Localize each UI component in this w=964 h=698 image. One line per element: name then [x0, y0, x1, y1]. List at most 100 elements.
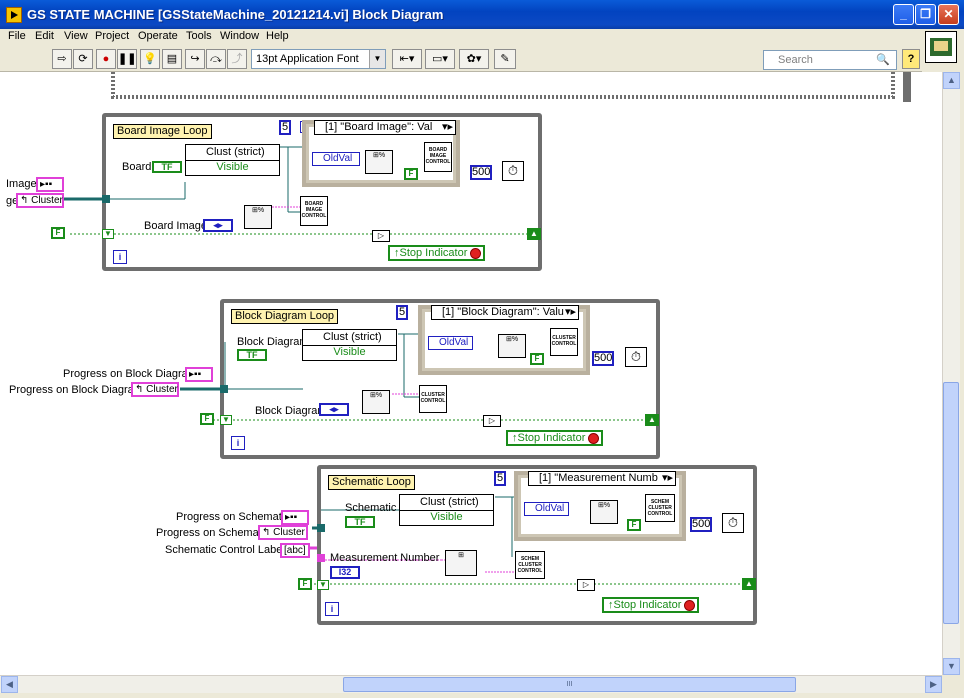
maximize-button[interactable]: ❐	[915, 4, 936, 25]
board-image-control-node-inner[interactable]: BOARD IMAGE CONTROL	[424, 142, 452, 172]
menu-edit[interactable]: Edit	[35, 30, 54, 42]
schem-cluster-control-node-inner[interactable]: SCHEM CLUSTER CONTROL	[645, 494, 675, 522]
pause-icon[interactable]: ❚❚	[117, 49, 137, 69]
loop-label[interactable]: Board Image Loop	[113, 124, 212, 139]
block-diagram-ref-terminal[interactable]: ◂▸	[319, 403, 349, 416]
oldval-terminal[interactable]: OldVal	[524, 502, 569, 516]
vi-icon[interactable]	[925, 31, 957, 63]
highlight-execution-icon[interactable]: 💡	[140, 49, 160, 69]
false-constant[interactable]: F	[51, 227, 65, 239]
scroll-down-button[interactable]: ▼	[943, 658, 960, 675]
false-constant[interactable]: F	[298, 578, 312, 590]
wait-ms-constant[interactable]: 500	[690, 517, 712, 532]
not-function-icon[interactable]: ▷	[483, 415, 501, 427]
property-node-icon[interactable]: ⊞%	[244, 205, 272, 229]
cluster-ref-terminal[interactable]: ↰ Cluster	[131, 382, 179, 397]
index-array-icon[interactable]: ⊞	[445, 550, 477, 576]
loop-label[interactable]: Block Diagram Loop	[231, 309, 339, 324]
bundle-by-name-node[interactable]: Clust (strict) Visible	[185, 144, 280, 176]
search-input[interactable]: Search 🔍	[763, 50, 897, 70]
close-button[interactable]: ✕	[938, 4, 959, 25]
menu-file[interactable]: File	[8, 30, 26, 42]
block-diagram-canvas[interactable]: Board Image Loop Image ▸▪▪ ge ↰ Cluster …	[0, 72, 942, 675]
count-constant[interactable]: 5	[279, 120, 291, 135]
cluster-ref-terminal[interactable]: ↰ Cluster	[16, 193, 64, 208]
false-constant[interactable]: F	[200, 413, 214, 425]
count-constant[interactable]: 5	[396, 305, 408, 320]
stop-indicator[interactable]: ↑Stop Indicator	[602, 597, 700, 613]
image-ref-terminal[interactable]: ▸▪▪	[36, 177, 64, 192]
menu-operate[interactable]: Operate	[138, 30, 178, 42]
property-node-icon[interactable]: ⊞%	[365, 150, 393, 174]
wait-clock-icon[interactable]: ⏱	[625, 347, 647, 367]
scroll-up-button[interactable]: ▲	[943, 72, 960, 89]
board-image-control-node[interactable]: BOARD IMAGE CONTROL	[300, 196, 328, 226]
measurement-number-terminal[interactable]: I32	[330, 566, 360, 579]
abort-icon[interactable]: ●	[96, 49, 116, 69]
while-loop-schematic[interactable]	[317, 465, 757, 625]
wait-ms-constant[interactable]: 500	[592, 351, 614, 366]
vertical-scroll-thumb[interactable]	[943, 382, 959, 624]
count-constant[interactable]: 5	[494, 471, 506, 486]
not-function-icon[interactable]: ▷	[577, 579, 595, 591]
while-loop-board-image[interactable]	[102, 113, 542, 271]
shift-register-right-icon[interactable]: ▲	[742, 578, 756, 590]
menu-help[interactable]: Help	[266, 30, 289, 42]
menu-tools[interactable]: Tools	[186, 30, 212, 42]
false-constant-inner[interactable]: F	[404, 168, 418, 180]
run-arrow-icon[interactable]: ⇨	[52, 49, 72, 69]
case-selector[interactable]: [1] "Block Diagram": Valu▾▸	[431, 305, 579, 320]
shift-register-left-icon[interactable]: ▼	[220, 415, 232, 425]
board-image-ref-terminal[interactable]: ◂▸	[203, 219, 233, 232]
scroll-left-button[interactable]: ◀	[1, 676, 18, 693]
scroll-right-button[interactable]: ▶	[925, 676, 942, 693]
step-over-icon[interactable]: ⤼	[206, 49, 226, 69]
cluster-control-node-inner[interactable]: CLUSTER CONTROL	[550, 328, 578, 356]
control-labels-terminal[interactable]: [abc]	[280, 543, 310, 558]
iteration-terminal[interactable]: i	[113, 250, 127, 264]
progress-ref-terminal[interactable]: ▸▪▪	[185, 367, 213, 382]
wait-clock-icon[interactable]: ⏱	[502, 161, 524, 181]
stop-indicator[interactable]: ↑Stop Indicator	[506, 430, 604, 446]
stop-indicator[interactable]: ↑Stop Indicator	[388, 245, 486, 261]
case-selector[interactable]: [1] "Measurement Numb▾▸	[528, 471, 676, 486]
context-help-button[interactable]: ?	[902, 49, 920, 69]
wait-clock-icon[interactable]: ⏱	[722, 513, 744, 533]
false-constant-inner[interactable]: F	[627, 519, 641, 531]
board-bool-terminal[interactable]: TF	[152, 161, 182, 173]
block-bool-terminal[interactable]: TF	[237, 349, 267, 361]
oldval-terminal[interactable]: OldVal	[312, 152, 360, 166]
case-selector[interactable]: [1] "Board Image": Val▾▸	[314, 120, 456, 135]
property-node-icon[interactable]: ⊞%	[590, 500, 618, 524]
shift-register-left-icon[interactable]: ▼	[317, 580, 329, 590]
distribute-objects-icon[interactable]: ▭▾	[425, 49, 455, 69]
shift-register-right-icon[interactable]: ▲	[527, 228, 541, 240]
shift-register-left-icon[interactable]: ▼	[102, 229, 114, 239]
false-constant-inner[interactable]: F	[530, 353, 544, 365]
clean-up-diagram-icon[interactable]: ✎	[494, 49, 516, 69]
progress-ref-terminal[interactable]: ▸▪▪	[281, 510, 309, 525]
cluster-ref-terminal[interactable]: ↰ Cluster	[258, 525, 308, 540]
retain-wire-values-icon[interactable]: ▤	[162, 49, 182, 69]
minimize-button[interactable]: _	[893, 4, 914, 25]
menu-project[interactable]: Project	[95, 30, 130, 42]
oldval-terminal[interactable]: OldVal	[428, 336, 473, 350]
horizontal-scroll-thumb[interactable]: III	[343, 677, 796, 692]
step-out-icon[interactable]: ⤴	[227, 49, 247, 69]
wait-ms-constant[interactable]: 500	[470, 165, 492, 180]
cluster-control-node[interactable]: CLUSTER CONTROL	[419, 385, 447, 413]
bundle-by-name-node[interactable]: Clust (strict) Visible	[302, 329, 397, 361]
schematic-bool-terminal[interactable]: TF	[345, 516, 375, 528]
property-node-icon[interactable]: ⊞%	[362, 390, 390, 414]
menu-view[interactable]: View	[64, 30, 88, 42]
loop-label[interactable]: Schematic Loop	[328, 475, 415, 490]
not-function-icon[interactable]: ▷	[372, 230, 390, 242]
iteration-terminal[interactable]: i	[231, 436, 245, 450]
menu-window[interactable]: Window	[220, 30, 260, 42]
schem-cluster-control-node[interactable]: SCHEM CLUSTER CONTROL	[515, 551, 545, 579]
font-dropdown[interactable]: 13pt Application Font ▼	[251, 49, 386, 69]
while-loop-block-diagram[interactable]	[220, 299, 660, 459]
shift-register-right-icon[interactable]: ▲	[645, 414, 659, 426]
reorder-icon[interactable]: ✿▾	[459, 49, 489, 69]
step-into-icon[interactable]: ↪	[185, 49, 205, 69]
